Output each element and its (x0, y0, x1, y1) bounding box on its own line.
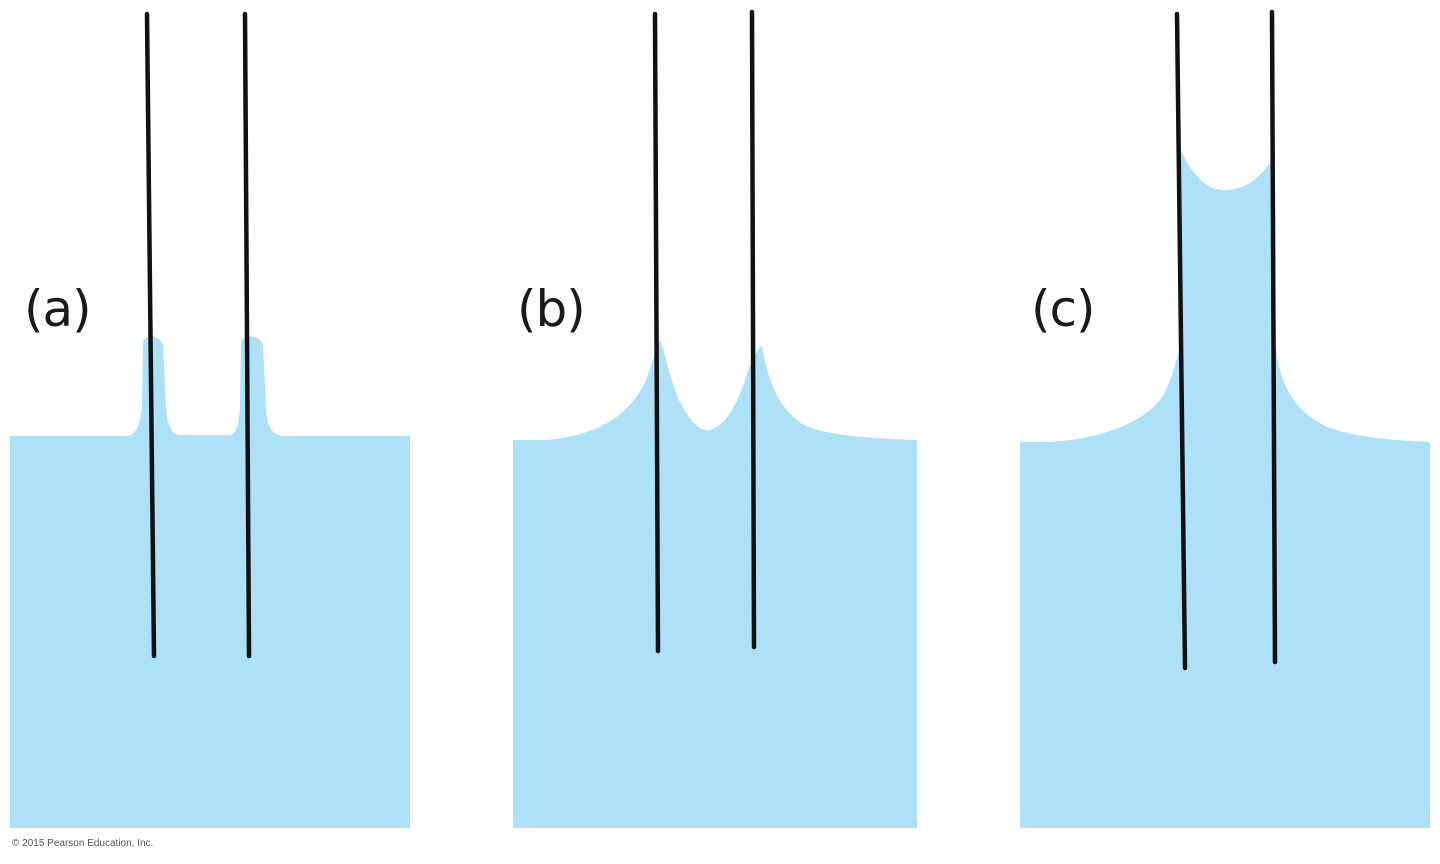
water-a (10, 336, 410, 828)
water-b (513, 340, 917, 828)
tube-a-left-wall (144, 11, 157, 659)
water-c (1020, 150, 1430, 828)
panel-a-label: (a) (24, 280, 92, 338)
panel-c (1020, 9, 1430, 828)
panel-b-label: (b) (517, 280, 586, 338)
tube-a-right-wall (242, 11, 252, 659)
tube-c-right-wall (1269, 9, 1278, 665)
tube-c-left-wall (1174, 11, 1188, 671)
tube-b-left-wall (652, 11, 661, 654)
copyright-notice: © 2015 Pearson Education, Inc. (12, 838, 154, 849)
tube-b-right-wall (749, 9, 757, 650)
panel-a (10, 11, 410, 828)
panel-c-label: (c) (1031, 280, 1096, 338)
panel-b (513, 9, 917, 828)
